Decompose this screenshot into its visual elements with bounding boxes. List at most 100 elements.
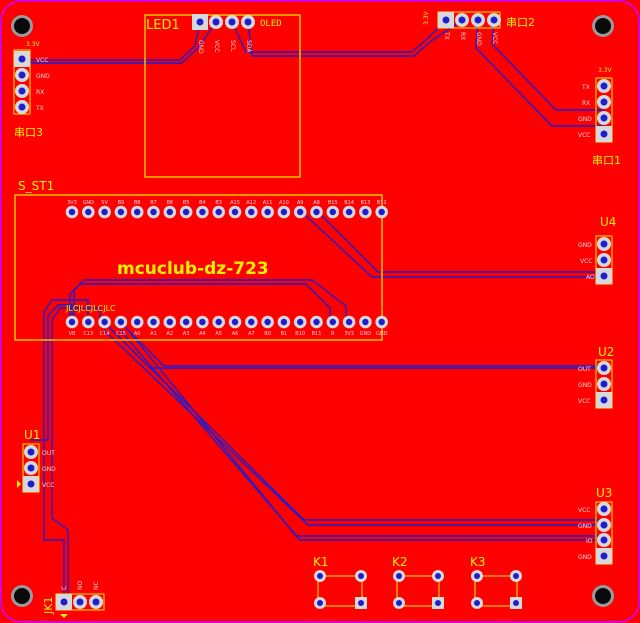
port2-connector: 3.3V 串口2 TX RX GND VCC [423, 10, 535, 46]
port1-pin-rx: RX [582, 100, 590, 107]
port2-pin-vcc: VCC [491, 32, 498, 44]
oled-designator: LED1 [146, 18, 180, 33]
header-pin-label: GND [83, 200, 95, 206]
u3-designator: U3 [596, 486, 612, 500]
oled-pin-vcc: VCC [213, 40, 220, 52]
header-pin-label: GND [360, 331, 372, 337]
u2-designator: U2 [598, 345, 614, 359]
board-slogan: mcuclub-dz-723 [117, 259, 269, 279]
header-pin-label: A9 [297, 200, 304, 206]
header-pin-label: B13 [361, 200, 371, 206]
header-pin-label: C15 [116, 331, 126, 337]
port3-pin-gnd: GND [36, 73, 50, 80]
header-top-pins [65, 205, 389, 219]
oled-pin-sda: SDA [245, 40, 252, 53]
header-pin-label: B5 [183, 200, 190, 206]
header-pin-label: B3 [215, 200, 222, 206]
mounting-holes [11, 15, 614, 607]
port1-pin-tx: TX [581, 84, 590, 91]
port1-rating: 3.3V [598, 67, 613, 74]
oled-pads [192, 14, 255, 30]
u1-pin-vcc: VCC [42, 482, 54, 489]
jk1-pin-no: NO [77, 581, 84, 590]
port1-pin-vcc: VCC [578, 132, 590, 139]
u3-pin-gnd2: GND [578, 554, 592, 561]
k1-designator: K1 [313, 555, 329, 569]
header-pin-label: A4 [199, 331, 206, 337]
port3-pin-vcc: VCC [36, 57, 48, 64]
header-pin-label: 3V3 [67, 200, 77, 206]
u3-connector: U3 VCC GND IO GND [578, 486, 613, 565]
mcu-outline [14, 194, 383, 341]
k2-designator: K2 [392, 555, 408, 569]
header-pin-label: A11 [263, 200, 273, 206]
port3-connector: 3.3V VCC GND RX TX 串口3 [13, 41, 50, 139]
jk1-pin-c: C [61, 586, 68, 590]
header-pin-label: A0 [134, 331, 141, 337]
header-pin-label: A5 [215, 331, 222, 337]
k3-designator: K3 [470, 555, 486, 569]
header-pin-label: 5V [101, 200, 108, 206]
header-pin-label: B1 [281, 331, 288, 337]
u2-connector: U2 OUT GND VCC [578, 345, 614, 409]
port1-pin-gnd: GND [578, 116, 592, 123]
u1-designator: U1 [24, 428, 40, 442]
jk1-connector: JK1 C NO NC [42, 581, 105, 618]
header-pin-label: B9 [118, 200, 125, 206]
port2-rating: 3.3V [423, 10, 430, 25]
header-pin-label: A8 [313, 200, 320, 206]
header-pin-label: B8 [134, 200, 141, 206]
port3-pin-tx: TX [35, 105, 44, 112]
header-pin-label: A7 [248, 331, 255, 337]
jk1-pin-nc: NC [93, 581, 100, 590]
mcu-designator: S_ST1 [18, 179, 54, 193]
header-pin-label: A10 [279, 200, 289, 206]
header-pin-label: B15 [328, 200, 338, 206]
u2-pin-out: OUT [578, 366, 591, 373]
u4-connector: U4 GND VCC AO [578, 215, 616, 285]
header-pin-label: A15 [230, 200, 240, 206]
oled-pin-scl: SCL [229, 40, 236, 52]
u3-pin-gnd: GND [578, 523, 592, 530]
header-pin-label: B14 [344, 200, 354, 206]
header-pin-label: B0 [264, 331, 271, 337]
button-k1: K1 [313, 555, 367, 609]
u1-connector: U1 OUT GND VCC [17, 428, 56, 493]
port2-pin-tx: TX [443, 31, 450, 40]
header-pin-label: A6 [232, 331, 239, 337]
u1-pin-gnd: GND [42, 466, 56, 473]
jk1-designator: JK1 [42, 597, 55, 615]
header-bottom-pins [65, 315, 389, 329]
u2-pin-gnd: GND [578, 382, 592, 389]
header-pin-label: GND [376, 331, 388, 337]
copper-traces [28, 19, 604, 600]
header-pin-label: A3 [183, 331, 190, 337]
button-k3: K3 [470, 555, 522, 609]
header-pin-label: A1 [150, 331, 157, 337]
port1-connector: 3.3V TX RX GND VCC 串口1 [578, 67, 621, 167]
header-pin-label: C14 [100, 331, 110, 337]
u4-pin-gnd: GND [578, 242, 592, 249]
header-pin-label: B7 [150, 200, 157, 206]
u3-pin-vcc: VCC [578, 507, 590, 514]
header-pin-label: VB [69, 331, 76, 337]
port2-pin-gnd: GND [475, 32, 482, 46]
u4-pin-vcc: VCC [580, 258, 592, 265]
port3-pin-rx: RX [36, 89, 44, 96]
header-pin-label: A12 [246, 200, 256, 206]
header-pin-label: B6 [166, 200, 173, 206]
header-pin-label: A2 [166, 331, 173, 337]
u4-designator: U4 [600, 215, 616, 229]
header-pin-label: B12 [377, 200, 387, 206]
u4-pin-ao: AO [586, 274, 595, 281]
u2-pin-vcc: VCC [578, 398, 590, 405]
port1-designator: 串口1 [592, 154, 621, 167]
header-pin-label: R [331, 331, 335, 337]
button-k2: K2 [392, 555, 444, 609]
port3-rating: 3.3V [26, 41, 41, 48]
